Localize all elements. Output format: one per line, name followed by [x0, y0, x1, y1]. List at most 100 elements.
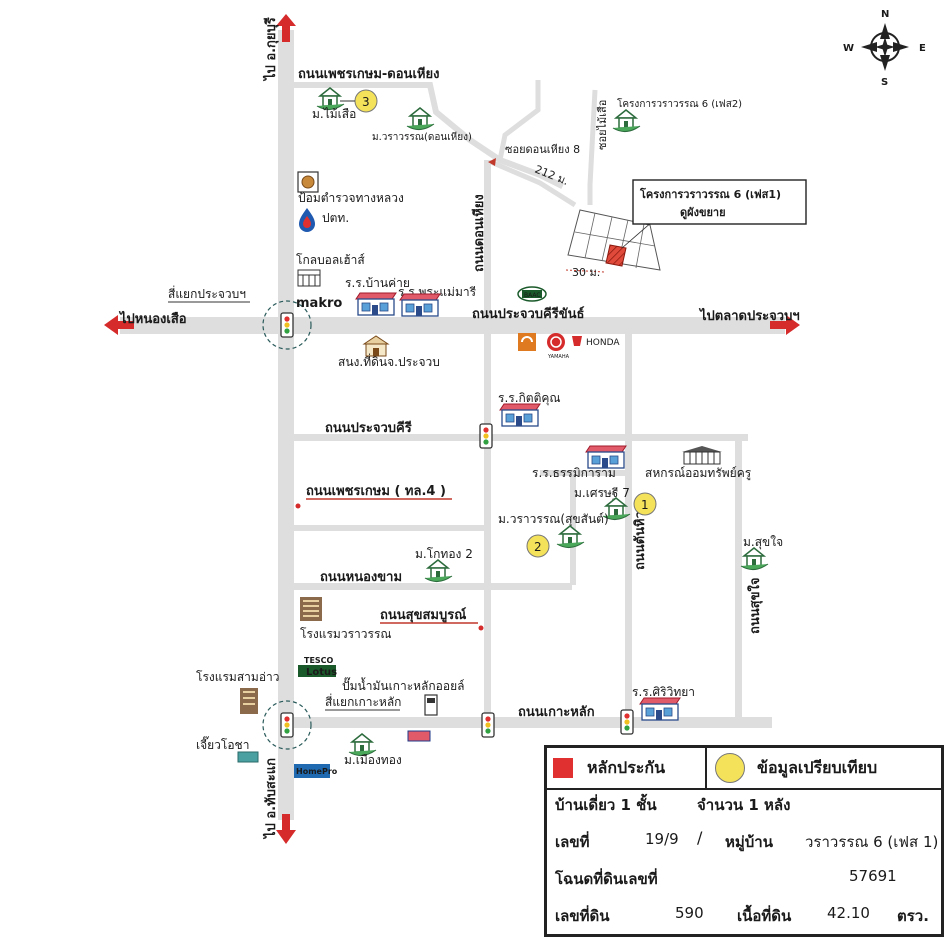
project-title: โครงการวราวรรณ 6 (เฟส1): [639, 187, 781, 201]
arrow-west: [104, 315, 134, 335]
comparison-marker-1: [633, 492, 657, 516]
house-count: จำนวน 1 หลัง: [697, 796, 791, 814]
village-house-icon: [740, 547, 769, 571]
area-unit: ตรว.: [897, 907, 929, 925]
road-label-suchai: ถนนสุขใจ: [746, 578, 763, 634]
yamaha-icon: YAMAHA: [547, 333, 570, 360]
place-chiewocha: เจี๊ยวโอชา: [196, 736, 249, 752]
arrow-south: [276, 814, 296, 844]
project-subtitle: ดูผังขยาย: [680, 206, 726, 220]
compass-e: E: [919, 43, 926, 54]
shop-logo-icon: [407, 730, 431, 742]
place-coop: สหกรณ์ออมทรัพย์ครู: [645, 466, 752, 481]
lotus-logo-box: [298, 665, 336, 677]
collateral-plot: [605, 244, 627, 267]
road-label-phetkasem-donhieng: ถนนเพชรเกษม-ดอนเหียง: [298, 66, 439, 82]
place-korthong2: ม.โกทอง 2: [415, 547, 473, 561]
place-land-office: สนง.ที่ดินจ.ประจวบ: [338, 353, 440, 369]
tesco-logo-top: TESCO: [304, 656, 334, 665]
village-value: วราวรรณ 6 (เฟส 1): [805, 833, 939, 851]
traffic-light-icon: [280, 312, 294, 338]
tesco-logo-bottom: Lotus: [306, 667, 337, 678]
place-suchai: ม.สุขใจ: [743, 535, 783, 550]
traffic-light-icon: [481, 712, 495, 738]
house-no-value: 19/9: [645, 830, 679, 848]
place-makro: makro: [296, 296, 342, 311]
honda-logo: HONDA: [572, 336, 620, 348]
gas-pump-icon: [424, 694, 438, 716]
police-icon: [297, 171, 319, 193]
legend-collateral: หลักประกัน: [547, 748, 707, 788]
distance-30m: 30 ม.: [572, 266, 600, 279]
place-ptt: ปตท.: [322, 211, 349, 225]
compass-s: S: [881, 77, 888, 88]
house-no-label: เลขที่: [555, 833, 590, 851]
compass-n: N: [881, 9, 889, 20]
place-school-siwittaya: ร.ร.ศิริวิทยา: [632, 685, 695, 699]
area-label: เนื้อที่ดิน: [737, 907, 792, 925]
dealer-logo-icon: [518, 333, 536, 351]
school-icon: [499, 403, 541, 427]
direction-to-market: ไปตลาดประจวบฯ: [698, 307, 800, 324]
road-label-soi-maiseur: ซอยไม้เสือ: [596, 100, 609, 150]
school-icon: [639, 697, 681, 721]
place-warawan-donhieng: ม.วราวรรณ(ดอนเหียง): [372, 131, 472, 143]
direction-to-kuiburi: ไป อ.กุยบุรี: [262, 17, 279, 82]
marker-1-number: 1: [641, 498, 649, 512]
traffic-light-icon: [280, 712, 294, 738]
road-label-kohlak: ถนนเกาะหลัก: [518, 705, 595, 720]
direction-to-nong-suea: ไปหนองเสือ: [118, 310, 187, 327]
place-warawan-suksan: ม.วราวรรณ(สุขสันต์): [498, 512, 609, 527]
place-hotel-samao: โรงแรมสามอ่าว: [196, 670, 280, 684]
place-gas-station: ปั๊มน้ำมันเกาะหลักออยล์: [342, 677, 464, 693]
place-global-house: โกลบอลเฮ้าส์: [296, 253, 365, 267]
project-callout-box: [632, 179, 807, 225]
deed-label: โฉนดที่ดินเลขที่: [555, 870, 658, 888]
land-no-value: 590: [675, 904, 704, 922]
place-police: ป้อมตำรวจทางหลวง: [298, 191, 404, 205]
marker-2-number: 2: [534, 540, 542, 554]
coop-building-icon: [682, 446, 722, 465]
honda-text: HONDA: [586, 338, 620, 348]
legend-comparison: ข้อมูลเปรียบเทียบ: [707, 748, 941, 788]
place-school-kitikun: ร.ร.กิตติคุณ: [498, 391, 561, 406]
place-school-bankhai: ร.ร.บ้านค่าย: [345, 276, 410, 290]
school-icon: [585, 445, 627, 469]
road-label-prachuapkhiri: ถนนประจวบคีรี: [325, 420, 412, 436]
village-house-icon: [612, 109, 641, 133]
area-value: 42.10: [827, 904, 870, 922]
road-network: [120, 30, 785, 820]
land-office-icon: [362, 335, 390, 357]
place-hotel-warawan: โรงแรมวราวรรณ: [300, 627, 392, 641]
bank-logo-text: BAAC: [524, 292, 541, 299]
place-mueangthong: ม.เมืองทอง: [344, 753, 402, 767]
compass-w: W: [843, 43, 854, 54]
place-mai-seur: ม.ไม้เสือ: [312, 107, 356, 121]
road-label-nongkham: ถนนหนองขาม: [320, 570, 402, 585]
deed-value: 57691: [849, 867, 897, 885]
school-icon: [399, 293, 441, 317]
intersection-circle-kohlak: [262, 700, 312, 750]
village-house-icon: [406, 107, 435, 131]
intersection-circle-prachuap: [262, 300, 312, 350]
marker-3-number: 3: [362, 95, 370, 109]
yamaha-text: YAMAHA: [547, 354, 570, 360]
legend-collateral-label: หลักประกัน: [587, 757, 666, 777]
house-type: บ้านเดี่ยว 1 ชั้น: [555, 796, 657, 814]
land-no-label: เลขที่ดิน: [555, 907, 610, 925]
arrow-east: [770, 315, 800, 335]
traffic-light-icon: [479, 423, 493, 449]
legend-row: หลักประกัน ข้อมูลเปรียบเทียบ: [547, 748, 941, 790]
comparison-swatch: [715, 753, 745, 783]
place-warawan6-phase2: โครงการวราวรรณ 6 (เฟส2): [617, 97, 742, 110]
intersection-label-prachuap: สี่แยกประจวบฯ: [168, 285, 246, 301]
road-label-tanhiw: ถนนตันหิว: [633, 511, 648, 570]
hotel-icon: [240, 688, 258, 714]
village-label: หมู่บ้าน: [725, 833, 773, 851]
bank-logo-icon: BAAC: [517, 286, 547, 302]
traffic-light-icon: [620, 709, 634, 735]
direction-to-thapsakae: ไป อ.ทับสะแก: [262, 758, 279, 840]
ptt-icon: [299, 208, 315, 232]
place-sethi7: ม.เศรษฐี 7: [574, 486, 630, 500]
